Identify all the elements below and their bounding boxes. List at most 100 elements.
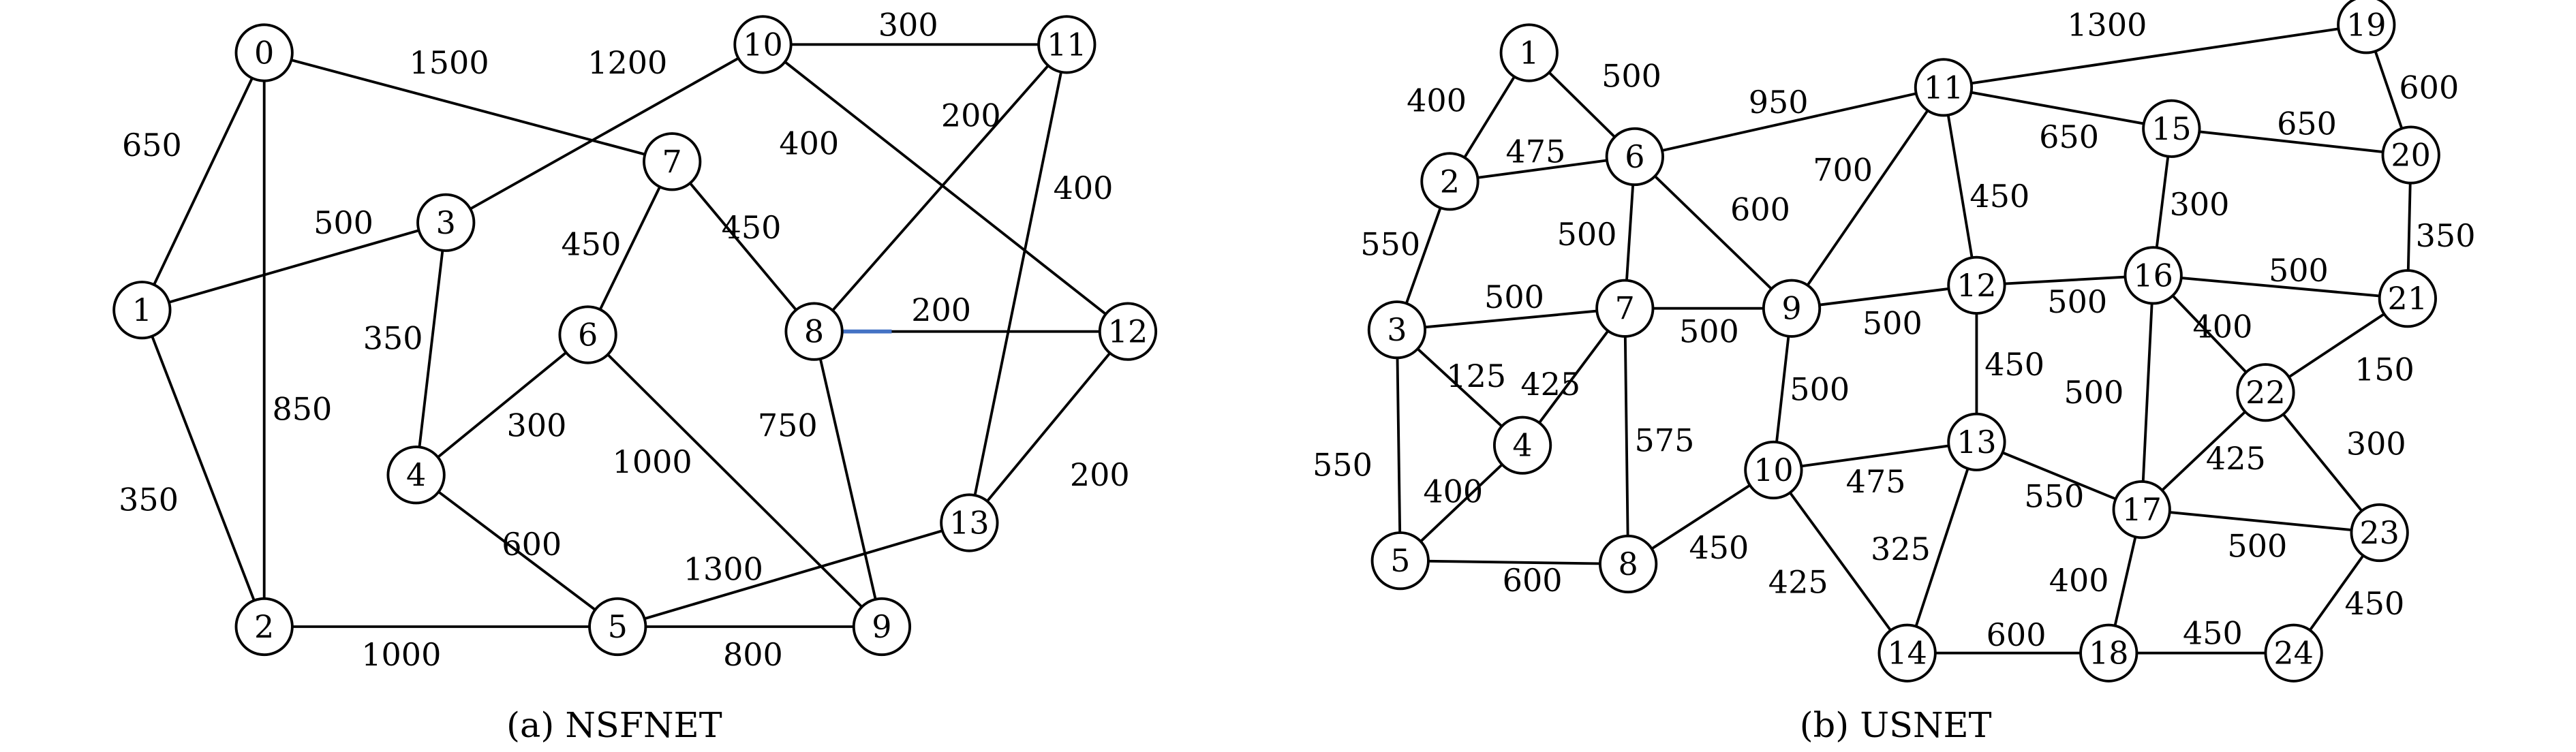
nsfnet-edge-weight-3-4: 350 [363,319,423,356]
nsfnet-node-6: 6 [558,305,617,364]
usnet-edge-weight-5-8: 600 [1503,562,1563,599]
usnet-graph: 4005004755505001255504254006005006009505… [1313,0,2476,745]
usnet-node-21: 21 [2378,269,2437,328]
nsfnet-edge-weight-11-8: 200 [941,97,1001,134]
node-label: 1 [132,292,152,328]
usnet-edge-weight-10-13: 475 [1846,463,1906,500]
usnet-edge-weight-20-21: 350 [2416,217,2476,254]
usnet-edge-weight-18-24: 450 [2183,615,2243,652]
node-label: 11 [1047,26,1087,63]
nsfnet-graph: 6508501500500350120035010003006004501000… [112,6,1158,745]
node-circle [2337,0,2396,54]
usnet-edge-weight-3-4: 125 [1446,358,1506,394]
node-label: 17 [2121,491,2162,528]
nsfnet-edge-0-1 [140,52,266,311]
usnet-node-14: 14 [1877,623,1937,683]
usnet-edge-6-9 [1634,155,1793,310]
usnet-edge-weight-6-9: 600 [1730,191,1790,228]
nsfnet-edge-6-9 [587,334,883,628]
usnet-edge-weight-2-3: 550 [1360,225,1420,262]
usnet-edge-11-12 [1942,87,1978,286]
usnet-node-5: 5 [1370,531,1430,591]
node-circle [1762,279,1822,338]
node-circle [1947,255,2006,315]
node-circle [1499,23,1559,82]
node-label: 2 [1440,163,1460,200]
nsfnet-edge-weight-5-9: 800 [723,636,783,673]
nsfnet-node-2: 2 [234,597,294,657]
node-circle [2123,246,2183,305]
usnet-edge-11-15 [1943,86,2172,130]
node-label: 19 [2346,6,2387,43]
nsfnet-caption: (a) NSFNET [506,705,722,745]
usnet-edge-weight-19-20: 600 [2399,69,2459,106]
usnet-edge-16-21 [2153,274,2408,300]
node-circle [1914,58,1974,117]
nsfnet-edge-weight-10-11: 300 [878,6,938,43]
usnet-node-13: 13 [1947,412,2006,471]
usnet-edge-12-16 [1976,274,2153,287]
usnet-edge-11-19 [1943,23,2367,89]
usnet-edge-weight-6-11: 950 [1749,84,1809,121]
nsfnet-edge-weight-1-3: 500 [313,204,373,241]
node-circle [588,597,647,657]
nsfnet-node-0: 0 [234,23,294,82]
node-label: 3 [436,204,456,241]
usnet-node-22: 22 [2236,363,2295,422]
node-circle [1947,412,2006,471]
node-circle [558,305,617,364]
node-circle [1744,440,1803,500]
usnet-edge-weight-13-17: 550 [2024,478,2084,515]
usnet-node-8: 8 [1599,534,1658,594]
nsfnet-edge-3-10 [445,43,764,224]
usnet-edge-3-7 [1396,307,1625,332]
node-label: 22 [2245,374,2286,411]
usnet-edge-9-12 [1791,283,1977,310]
node-label: 12 [1108,313,1148,350]
usnet-edge-weight-23-24: 450 [2344,585,2404,622]
node-label: 8 [804,313,824,350]
usnet-edge-10-13 [1773,440,1977,471]
usnet-edge-weight-8-10: 450 [1689,529,1749,566]
usnet-edge-9-11 [1790,87,1945,309]
usnet-edge-weight-16-22: 400 [2193,308,2253,345]
node-label: 7 [1615,290,1635,327]
nsfnet-edge-11-8 [813,44,1068,332]
nsfnet-edge-12-13 [968,330,1129,524]
nsfnet-edge-3-4 [414,222,448,475]
nsfnet-edge-1-2 [140,309,266,627]
nsfnet-edge-weight-1-2: 350 [119,482,179,518]
usnet-node-9: 9 [1762,279,1822,338]
nsfnet-edge-weight-6-9: 1000 [613,443,692,480]
nsfnet-edge-weight-8-9: 750 [758,407,818,444]
node-label: 20 [2391,137,2431,174]
node-circle [2079,623,2138,683]
usnet-edge-15-20 [2171,127,2411,157]
usnet-node-4: 4 [1492,416,1552,475]
node-label: 9 [872,608,891,645]
usnet-edge-2-6 [1450,155,1636,183]
node-circle [112,281,172,340]
usnet-edge-weight-7-9: 500 [1679,313,1739,350]
node-circle [2350,503,2409,563]
node-label: 0 [254,34,274,71]
nsfnet-edge-weight-8-12: 200 [911,292,971,328]
node-circle [1492,416,1552,475]
nsfnet-edge-11-13 [968,44,1069,523]
usnet-node-1: 1 [1499,23,1559,82]
usnet-edge-13-17 [1976,441,2143,511]
nsfnet-node-11: 11 [1037,15,1097,74]
usnet-edge-weight-4-5: 400 [1423,473,1483,510]
nsfnet-edge-weight-6-7: 450 [562,225,622,262]
node-circle [386,445,446,505]
node-circle [1877,623,1937,683]
usnet-edge-17-23 [2141,508,2380,534]
usnet-edge-weight-3-5: 550 [1313,447,1373,484]
nsfnet-edge-4-5 [415,473,619,628]
node-label: 9 [1781,290,1801,327]
nsfnet-edge-weight-2-5: 1000 [361,636,441,673]
usnet-edge-weight-3-7: 500 [1484,279,1544,315]
node-circle [2264,623,2323,683]
nsfnet-node-3: 3 [416,193,476,252]
node-circle [1037,15,1097,74]
